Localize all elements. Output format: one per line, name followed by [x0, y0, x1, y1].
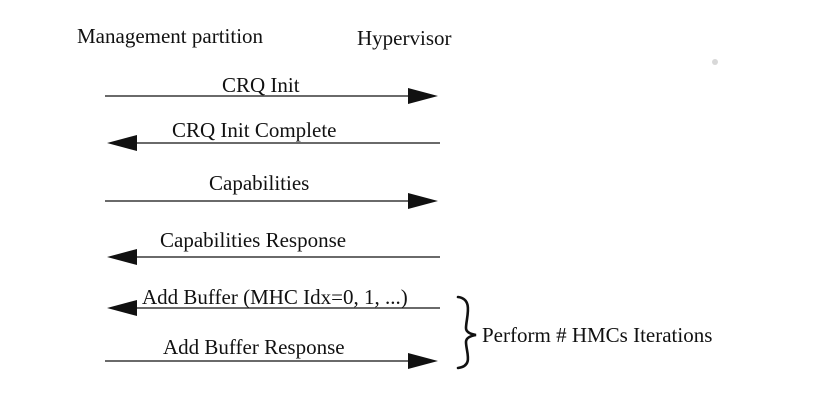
- message-label-add-buffer-response: Add Buffer Response: [163, 335, 345, 359]
- message-label-crq-init: CRQ Init: [222, 73, 300, 97]
- loop-annotation: Perform # HMCs Iterations: [482, 323, 713, 347]
- message-label-capabilities: Capabilities: [209, 171, 310, 195]
- message-arrow-add-buffer-response: [105, 353, 438, 369]
- message-label-capabilities-response: Capabilities Response: [160, 228, 347, 252]
- message-arrow-crq-init: [105, 88, 438, 104]
- message-label-add-buffer: Add Buffer (MHC Idx=0, 1, ...): [142, 285, 408, 309]
- message-arrow-add-buffer: [107, 300, 440, 316]
- message-arrow-capabilities-response: [107, 249, 440, 265]
- message-label-crq-init-complete: CRQ Init Complete: [172, 118, 337, 142]
- speck-mark: [712, 59, 718, 65]
- message-arrow-capabilities: [105, 193, 438, 209]
- message-arrow-crq-init-complete: [107, 135, 440, 151]
- participant-management-partition: Management partition: [77, 24, 264, 48]
- participant-hypervisor: Hypervisor: [357, 26, 452, 50]
- loop-brace: [456, 295, 477, 370]
